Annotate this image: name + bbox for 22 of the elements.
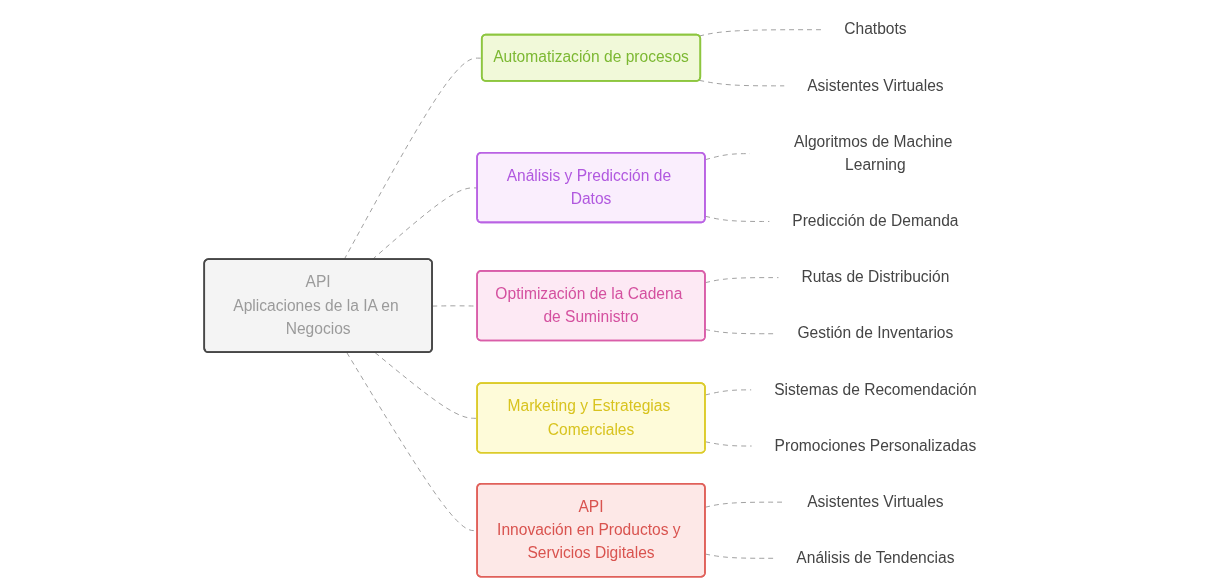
connector [704,277,779,284]
connector [374,352,478,419]
node-text: Sistemas de Recomendación [774,380,977,398]
connector [704,153,751,161]
node-text: Predicción de Demanda [792,212,959,230]
connector [698,79,785,87]
connector [698,29,822,37]
node-text: Gestión de Inventarios [797,324,954,342]
connector [346,352,478,532]
connector [704,501,785,508]
connector [704,441,753,447]
node-text: Asistentes Virtuales [807,492,944,511]
node-text: Asistentes Virtuales [807,76,944,94]
connector [704,389,752,396]
connector [371,187,478,260]
connector [704,553,774,559]
node-text: Promociones Personalizadas [774,436,977,455]
node-text: Chatbots [844,20,907,38]
node-text: Rutas de Distribución [801,268,950,286]
node-text: Algoritmos de Machine Learning [794,132,953,174]
connector [704,329,775,335]
node-text: Análisis de Tendencias [796,549,955,567]
